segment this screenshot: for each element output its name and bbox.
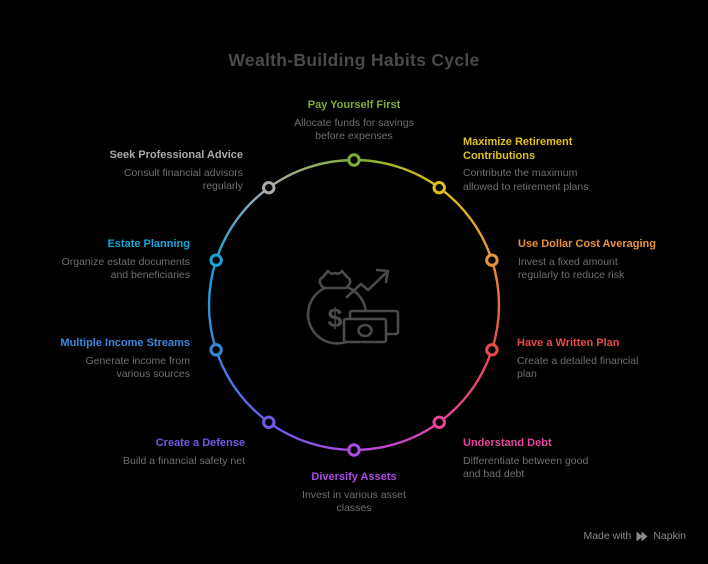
cycle-arc-2 (490, 259, 501, 351)
cycle-node-3 (485, 343, 499, 357)
made-with-napkin-badge[interactable]: Made with Napkin (583, 530, 686, 542)
cycle-item-understand-debt: Understand Debt Differentiate between go… (463, 437, 613, 482)
cycle-arc-1 (438, 186, 494, 261)
item-title: Understand Debt (463, 437, 552, 449)
napkin-logo-icon (636, 531, 648, 541)
cycle-item-seek-professional-advice: Seek Professional Advice Consult financi… (53, 149, 244, 194)
cycle-node-6 (262, 415, 276, 430)
cycle-node-0 (347, 153, 361, 167)
item-description: Differentiate between good and bad debt (463, 454, 589, 481)
item-title: Have a Written Plan (517, 337, 620, 349)
item-description: Build a financial safety net (123, 454, 245, 467)
cycle-node-9 (262, 180, 276, 195)
money-bag-body (306, 286, 368, 345)
page-title: Wealth-Building Habits Cycle (228, 50, 480, 70)
cycle-node-8 (209, 253, 223, 267)
item-title: Diversify Assets (311, 471, 397, 483)
banknote-oval (357, 323, 373, 338)
banknote-front (342, 317, 388, 344)
cycle-item-maximize-retirement-contributions: Maximize Retirement Contributions Contri… (463, 136, 613, 195)
item-title: Use Dollar Cost Averaging (518, 238, 656, 250)
item-description: Contribute the maximum allowed to retire… (463, 167, 589, 194)
cycle-arc-6 (214, 349, 270, 424)
cycle-node-1 (432, 180, 446, 195)
napkin-brand-label: Napkin (653, 530, 686, 542)
dollar-sign: $ (327, 303, 342, 333)
cycle-item-diversify-assets: Diversify Assets Invest in various asset… (254, 471, 454, 516)
cycle-item-have-a-written-plan: Have a Written Plan Create a detailed fi… (517, 337, 667, 382)
cycle-arc-9 (268, 158, 355, 189)
item-title: Maximize Retirement Contributions (463, 136, 573, 162)
cycle-item-create-a-defense: Create a Defense Build a financial safet… (35, 437, 245, 468)
cycle-item-pay-yourself-first: Pay Yourself First Allocate funds for sa… (244, 99, 464, 144)
item-title: Pay Yourself First (307, 99, 401, 111)
item-description: Generate income from various sources (85, 354, 190, 381)
cycle-item-estate-planning: Estate Planning Organize estate document… (10, 238, 190, 283)
cycle-node-4 (432, 415, 446, 430)
cycle-node-5 (347, 443, 361, 457)
growth-arrow-head (375, 268, 390, 284)
item-description: Create a detailed financial plan (517, 354, 639, 381)
cycle-arc-0 (353, 158, 440, 189)
item-description: Invest in various asset classes (302, 488, 406, 515)
cycle-arc-7 (207, 259, 218, 351)
cycle-node-2 (485, 253, 499, 267)
item-title: Seek Professional Advice (109, 149, 244, 161)
cycle-arc-8 (214, 186, 270, 261)
cycle-item-use-dollar-cost-averaging: Use Dollar Cost Averaging Invest a fixed… (518, 238, 683, 283)
money-bag-knot (318, 269, 352, 290)
cycle-arc-4 (353, 421, 440, 452)
made-with-label: Made with (583, 530, 632, 542)
item-description: Allocate funds for savings before expens… (294, 116, 414, 143)
growth-arrow (345, 270, 389, 299)
cycle-node-7 (209, 343, 223, 357)
item-title: Estate Planning (107, 238, 190, 250)
cycle-arc-3 (438, 349, 494, 424)
item-description: Invest a fixed amount regularly to reduc… (518, 255, 625, 282)
money-growth-icon: $ (306, 268, 400, 345)
item-description: Organize estate documents and beneficiar… (61, 255, 190, 282)
cycle-item-multiple-income-streams: Multiple Income Streams Generate income … (10, 337, 190, 382)
item-title: Multiple Income Streams (60, 337, 190, 349)
item-title: Create a Defense (155, 437, 245, 449)
cycle-arc-5 (268, 421, 355, 452)
item-description: Consult financial advisors regularly (123, 166, 243, 193)
